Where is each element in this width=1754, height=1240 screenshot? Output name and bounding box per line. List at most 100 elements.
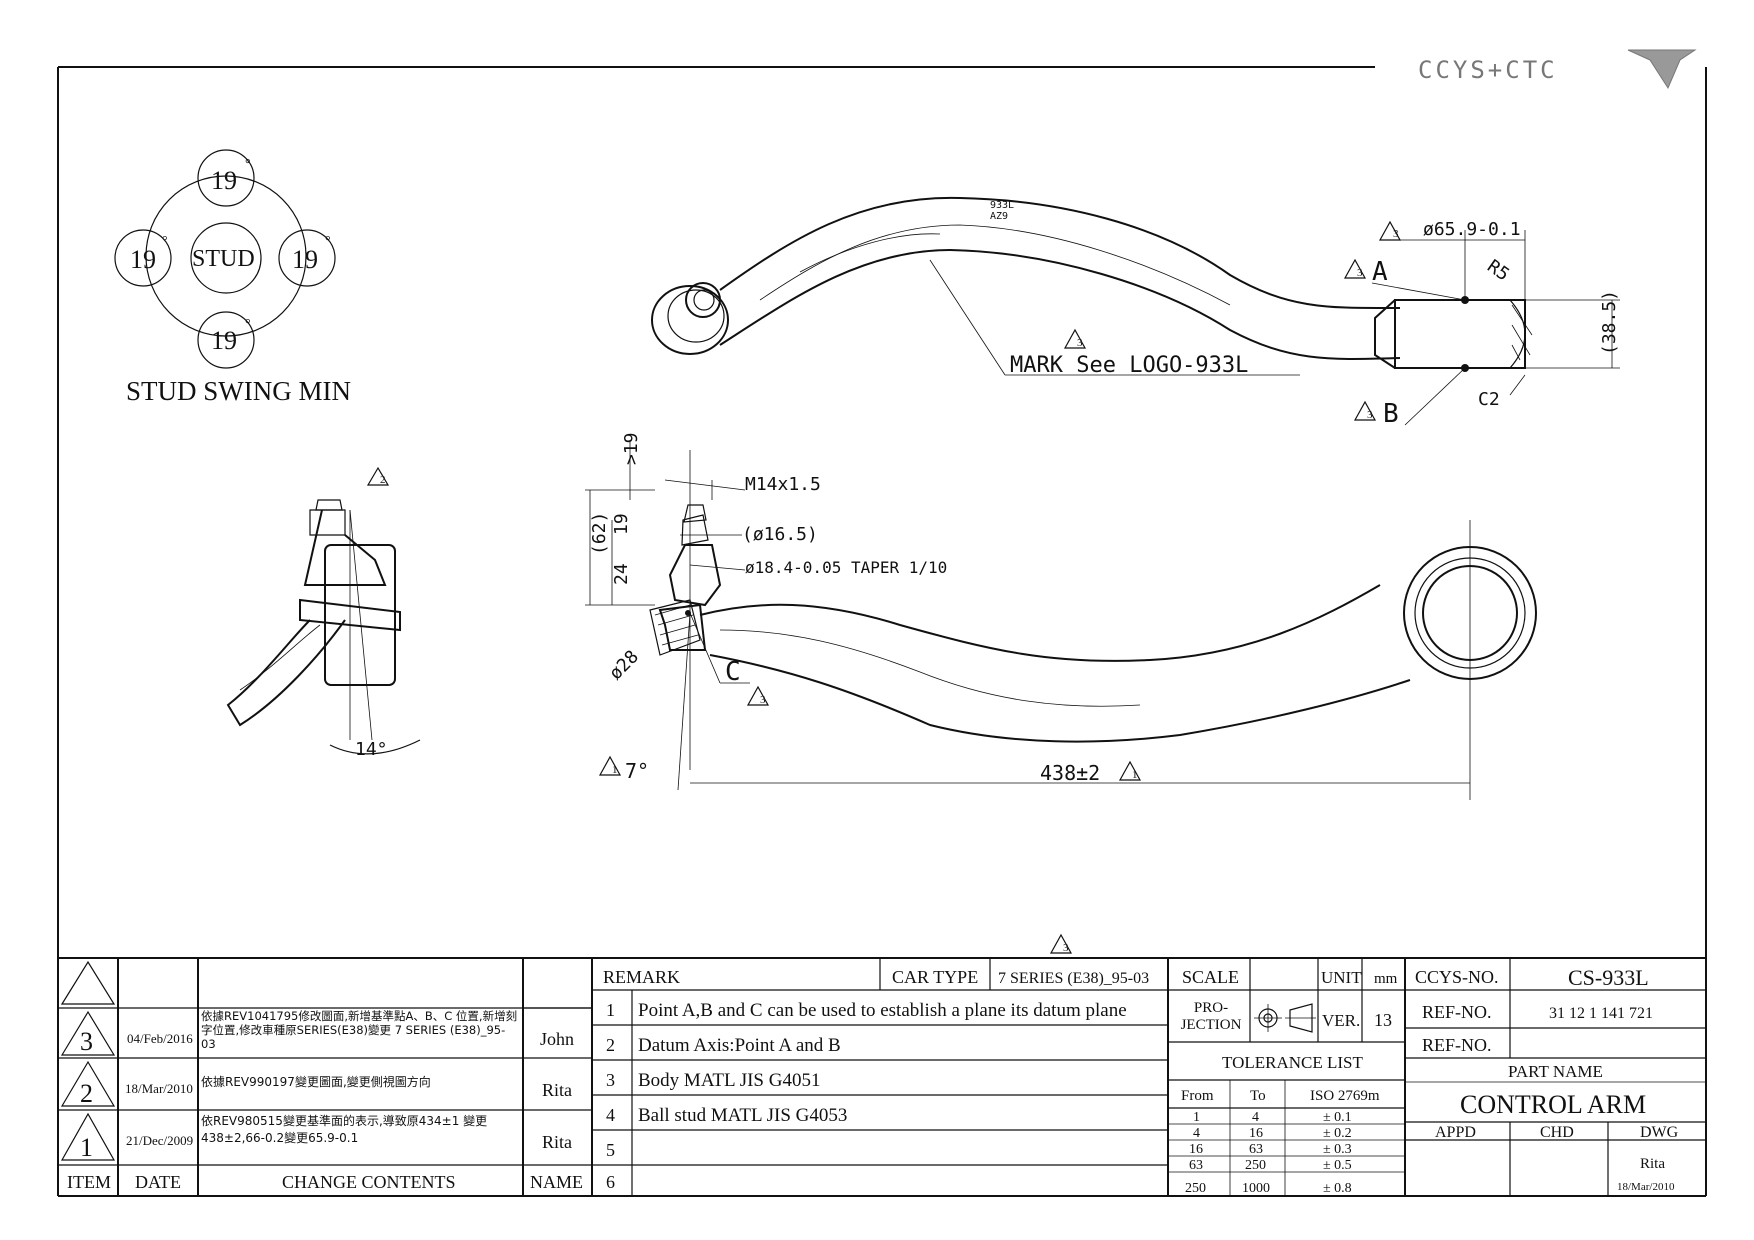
remark-text-1: Point A,B and C can be used to establish…: [638, 1000, 1127, 1021]
tol-to-4: 250: [1245, 1158, 1266, 1173]
dim-19-min: >19: [621, 432, 642, 465]
unit-value: mm: [1374, 971, 1398, 987]
dim-d18-4: ø18.4-0.05 TAPER 1/10: [745, 558, 947, 577]
dim-m14: M14x1.5: [745, 474, 821, 495]
ref-no-label: REF-NO.: [1422, 1002, 1492, 1022]
rev-date-3: 04/Feb/2016: [127, 1031, 193, 1046]
dim-24: 24: [611, 563, 632, 585]
rev-mark-1-b: 1: [1132, 769, 1138, 781]
rev-item-3: 3: [80, 1027, 93, 1056]
tol-from-4: 63: [1189, 1158, 1203, 1173]
dim-angle-7: 7°: [625, 759, 649, 783]
part-name-label: PART NAME: [1508, 1062, 1603, 1081]
tol-from-1: 1: [1193, 1110, 1200, 1125]
rev-mark-1-a: 1: [612, 764, 618, 776]
swing-caption: STUD SWING MIN: [126, 376, 351, 406]
rev-contents-1: 依REV980515變更基準面的表示,導致原434±1 變更438±2,66-0…: [201, 1114, 488, 1145]
dim-dia-65: ø65.9-0.1: [1423, 219, 1521, 240]
rev-mark-2: 2: [380, 474, 386, 486]
svg-text:3: 3: [1063, 942, 1069, 954]
rev-name-3: John: [540, 1029, 574, 1049]
swing-center: STUD: [192, 246, 255, 272]
swing-right: 19: [292, 245, 318, 274]
car-type-value: 7 SERIES (E38)_95-03: [998, 970, 1149, 987]
dim-length: 438±2: [1040, 761, 1100, 785]
tol-to-2: 16: [1249, 1126, 1263, 1141]
dim-19: 19: [611, 513, 632, 535]
tol-value-1: ± 0.1: [1323, 1110, 1352, 1125]
tol-to-label: To: [1250, 1088, 1266, 1104]
ccys-no-label: CCYS-NO.: [1415, 967, 1499, 987]
swing-deg-left: °: [162, 234, 168, 249]
rev-name-1: Rita: [542, 1132, 572, 1152]
tol-to-1: 4: [1252, 1110, 1259, 1125]
tol-value-3: ± 0.3: [1323, 1142, 1352, 1157]
dwg-label: DWG: [1640, 1124, 1679, 1141]
title-rev-mark: 3: [1049, 933, 1073, 954]
rev-mark-3-a: 3: [1393, 228, 1399, 240]
col-contents: CHANGE CONTENTS: [282, 1172, 456, 1192]
col-item: ITEM: [67, 1172, 111, 1192]
rev-date-2: 18/Mar/2010: [125, 1081, 193, 1096]
dim-d16-5: (ø16.5): [742, 524, 818, 545]
company-logo: CCYS+CTC: [1418, 49, 1697, 90]
stud-swing-diagram: 19 ° 19 ° 19 ° 19 ° STUD STUD SWING MIN: [114, 149, 351, 406]
remark-no-1: 1: [606, 1000, 615, 1020]
dim-c2: C2: [1478, 389, 1500, 410]
swing-deg-top: °: [245, 157, 251, 172]
remark-no-5: 5: [606, 1140, 615, 1160]
ccys-no-value: CS-933L: [1568, 965, 1649, 990]
tol-value-4: ± 0.5: [1323, 1158, 1352, 1173]
dim-d28: ø28: [605, 646, 643, 684]
logo-text: CCYS+CTC: [1418, 56, 1558, 84]
mark-callout: MARK See LOGO-933L: [1010, 353, 1248, 378]
ver-value: 13: [1374, 1010, 1392, 1030]
dim-38-5: (38.5): [1599, 290, 1620, 355]
chd-label: CHD: [1540, 1124, 1574, 1141]
rev-mark-3-e: 3: [760, 694, 766, 706]
dim-62: (62): [589, 512, 610, 555]
dim-angle-14: 14°: [355, 739, 388, 760]
rev-mark-3-b: 3: [1357, 267, 1363, 279]
projection-symbol: [1254, 1003, 1316, 1033]
arm-front-view: M14x1.5 (ø16.5) ø18.4-0.05 TAPER 1/10 (6…: [585, 432, 1537, 800]
dwg-date: 18/Mar/2010: [1617, 1181, 1675, 1193]
col-name: NAME: [530, 1172, 583, 1192]
title-block: 3 2 1 04/Feb/2016 18/Mar/2010 21/Dec/200…: [58, 957, 1706, 1196]
col-date: DATE: [135, 1172, 181, 1192]
remark-text-3: Body MATL JIS G4051: [638, 1070, 820, 1091]
tol-from-2: 4: [1193, 1126, 1200, 1141]
dim-r5: R5: [1483, 256, 1513, 286]
rev-date-1: 21/Dec/2009: [126, 1133, 193, 1148]
remark-text-4: Ball stud MATL JIS G4053: [638, 1105, 847, 1126]
tol-from-5: 250: [1185, 1181, 1206, 1196]
car-type-label: CAR TYPE: [892, 967, 978, 987]
point-c: C: [725, 657, 741, 687]
tol-from-label: From: [1181, 1088, 1214, 1104]
swing-deg-right: °: [325, 234, 331, 249]
point-b: B: [1383, 399, 1399, 429]
remark-no-6: 6: [606, 1172, 615, 1192]
tol-iso-label: ISO 2769m: [1310, 1088, 1380, 1104]
point-a: A: [1372, 257, 1388, 287]
remark-no-4: 4: [606, 1105, 615, 1125]
rev-contents-3: 依據REV1041795修改圖面,新增基準點A、B、C 位置,新增刻字位置,修改…: [201, 1009, 518, 1051]
rev-item-1: 1: [80, 1133, 93, 1162]
ver-label: VER.: [1322, 1011, 1360, 1030]
arm-engraving-2: AZ9: [990, 211, 1008, 222]
projection-label: PRO- JECTION: [1180, 1000, 1242, 1033]
ref-no2-label: REF-NO.: [1422, 1035, 1492, 1055]
ref-no-value: 31 12 1 141 721: [1549, 1005, 1653, 1022]
remark-text-2: Datum Axis:Point A and B: [638, 1035, 841, 1056]
swing-left: 19: [130, 245, 156, 274]
rev-mark-3-d: 3: [1077, 337, 1083, 349]
scale-label: SCALE: [1182, 967, 1239, 987]
arm-top-view: 933L AZ9 ø65.9-0.1 3 R5 (38.5) C2 3 A 3 …: [651, 196, 1620, 429]
part-name-value: CONTROL ARM: [1460, 1090, 1646, 1119]
rev-mark-3-c: 3: [1367, 409, 1373, 421]
remark-header: REMARK: [603, 967, 680, 987]
unit-label: UNIT: [1321, 968, 1362, 987]
remark-no-2: 2: [606, 1035, 615, 1055]
rev-item-2: 2: [80, 1079, 93, 1108]
